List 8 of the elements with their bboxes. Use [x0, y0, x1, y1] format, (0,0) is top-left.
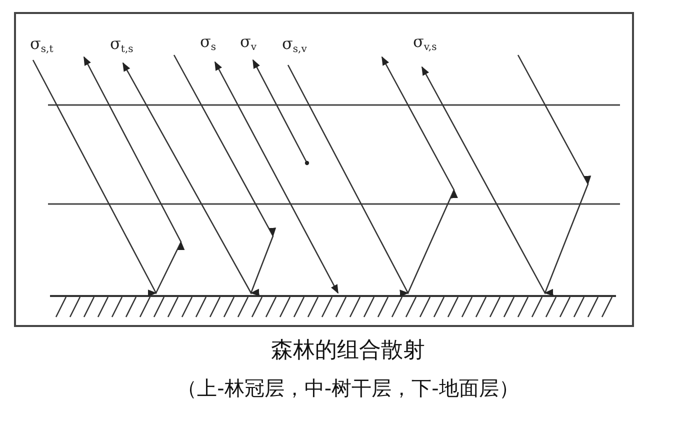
cross-section-symbol: σ$_{s,t}$	[30, 36, 54, 55]
caption-note: （上-林冠层，中-树干层，下-地面层）	[177, 376, 519, 400]
cross-section-symbol: σ$_{s,v}$	[282, 36, 307, 55]
cross-section-symbol: σ$_{v}$	[240, 34, 257, 53]
cross-section-symbol: σ$_{v,s}$	[413, 34, 437, 53]
cross-section-symbol: σ$_{s}$	[200, 34, 216, 53]
cross-section-symbol: σ$_{t,s}$	[110, 36, 134, 55]
figure-caption: 森林的组合散射	[271, 338, 425, 363]
